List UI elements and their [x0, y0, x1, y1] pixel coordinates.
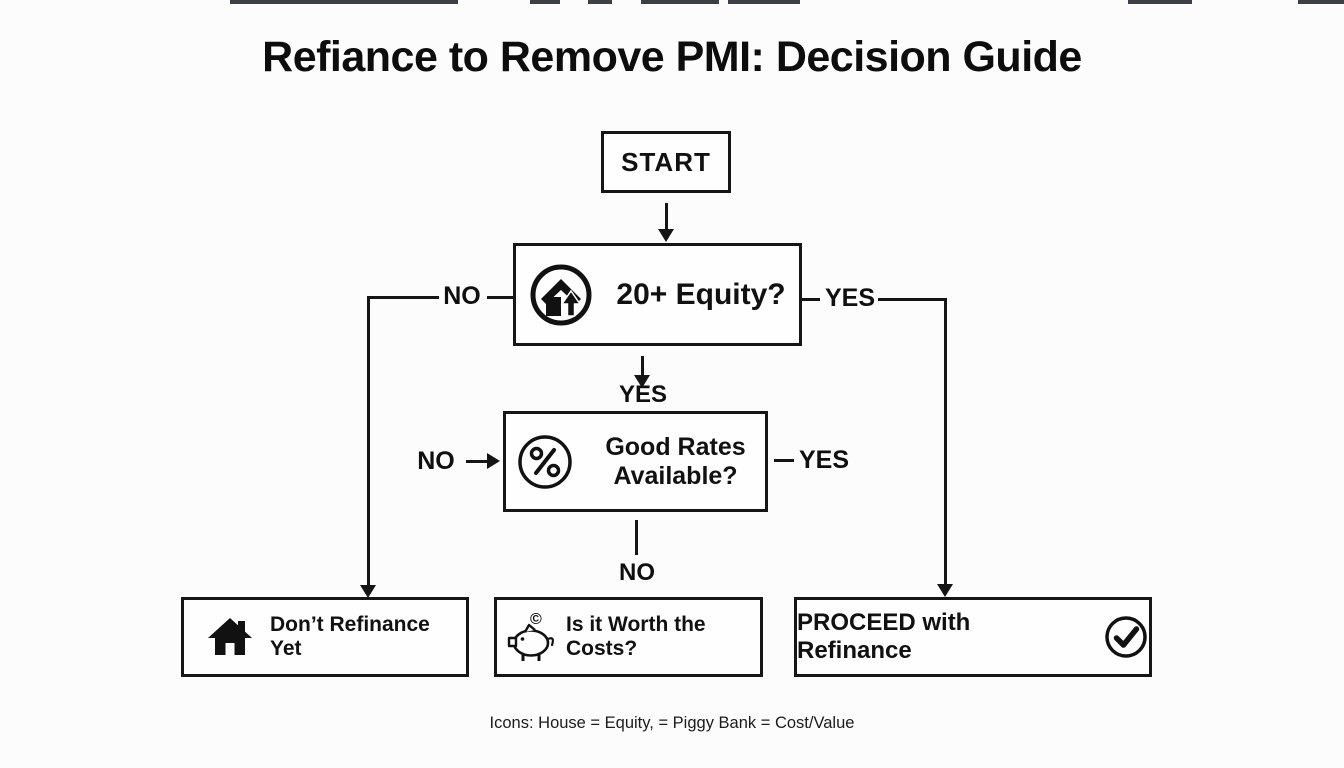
connector-equity-no	[367, 296, 439, 299]
rates-down-no-label: NO	[619, 559, 655, 586]
top-crop-artifact	[530, 0, 560, 4]
dont-refinance-label: Don’t Refinance Yet	[270, 613, 430, 660]
arrowhead-down-icon	[658, 229, 674, 242]
top-crop-artifact	[641, 0, 719, 4]
arrowhead-down-icon	[360, 585, 376, 598]
connector-equity-yes	[878, 298, 947, 301]
connector-rates-yes-dash	[774, 459, 794, 462]
connector-start-to-equity	[665, 203, 668, 231]
house-equity-circle-icon	[530, 264, 592, 325]
top-crop-artifact	[1298, 0, 1344, 4]
top-crop-artifact	[230, 0, 458, 4]
top-crop-artifact	[1128, 0, 1192, 4]
connector-rates-down	[635, 520, 638, 555]
proceed-label: PROCEED with Refinance	[797, 609, 971, 664]
arrowhead-down-icon	[937, 584, 953, 597]
check-circle-icon	[1105, 616, 1147, 658]
worth-costs-node: © Is it Worth the Costs?	[494, 597, 763, 677]
piggy-bank-icon: ©	[507, 611, 554, 661]
percent-circle-icon	[518, 434, 572, 489]
equity-down-yes-label: YES	[618, 381, 668, 408]
arrowhead-right-icon	[487, 453, 500, 469]
page-title: Refiance to Remove PMI: Decision Guide	[262, 33, 1082, 81]
svg-text:©: ©	[530, 611, 542, 628]
start-node: START	[601, 131, 731, 193]
dont-refinance-node: Don’t Refinance Yet	[181, 597, 469, 677]
connector-equity-yes-dash	[802, 298, 820, 301]
connector-rates-no	[466, 460, 488, 463]
rates-question-node: Good Rates Available?	[503, 411, 768, 512]
connector-equity-down	[641, 356, 644, 376]
equity-yes-label: YES	[824, 284, 876, 312]
icon-legend: Icons: House = Equity, = Piggy Bank = Co…	[489, 714, 855, 732]
house-icon	[208, 618, 252, 655]
rates-question-label: Good Rates Available?	[605, 432, 746, 490]
proceed-node: PROCEED with Refinance	[794, 597, 1152, 677]
arrowhead-down-icon	[634, 375, 650, 388]
start-label: START	[621, 146, 711, 177]
rates-yes-label: YES	[798, 446, 850, 474]
rates-no-label: NO	[417, 447, 455, 475]
connector-equity-yes-vertical	[944, 298, 947, 585]
equity-question-label: 20+ Equity?	[616, 277, 786, 311]
top-crop-artifact	[728, 0, 800, 4]
equity-question-node: 20+ Equity?	[513, 243, 802, 346]
worth-costs-label: Is it Worth the Costs?	[566, 613, 706, 660]
equity-no-label: NO	[443, 282, 481, 310]
connector-equity-no-vertical	[367, 296, 370, 588]
connector-equity-no-dash	[487, 296, 513, 299]
top-crop-artifact	[588, 0, 612, 4]
